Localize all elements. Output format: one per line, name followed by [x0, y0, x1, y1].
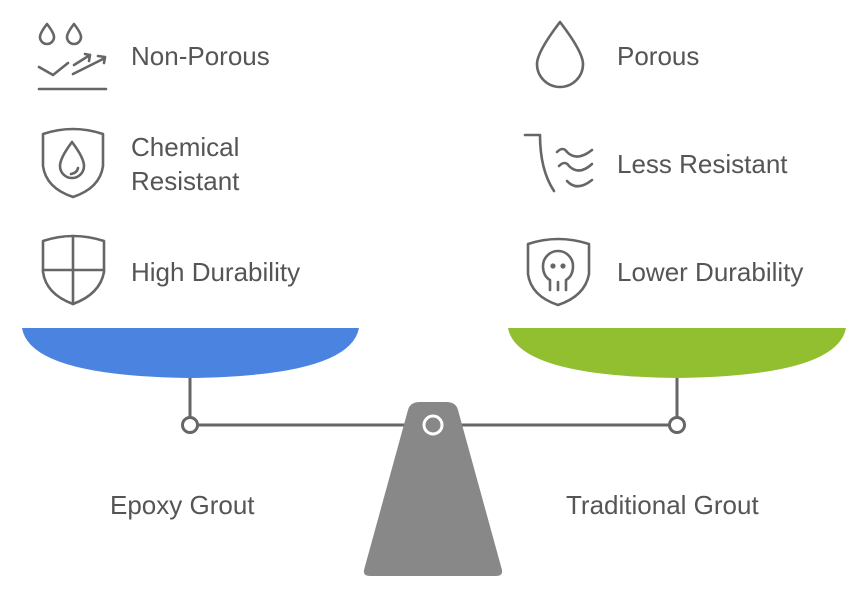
shield-drop-icon [41, 127, 105, 199]
porous-label: Porous [617, 41, 700, 71]
drops-trend-icon [37, 22, 108, 91]
high-durability-label: High Durability [131, 257, 301, 287]
right-joint [668, 416, 686, 434]
less-resistant-label: Less Resistant [617, 149, 788, 179]
traditional-grout-title: Traditional Grout [566, 490, 759, 520]
shield-skull-icon [526, 237, 591, 307]
chemical-resistant-line1: Chemical [131, 132, 240, 162]
epoxy-grout-title: Epoxy Grout [110, 490, 255, 520]
left-pan [22, 328, 359, 378]
fulcrum [363, 402, 503, 576]
shield-cross-icon [41, 234, 106, 306]
left-joint [181, 416, 199, 434]
drop-icon [535, 20, 585, 89]
right-pan [508, 328, 846, 378]
non-porous-label: Non-Porous [131, 41, 270, 71]
erosion-waves-icon [523, 133, 594, 193]
chemical-resistant-label: Chemical Resistant [131, 130, 239, 198]
chemical-resistant-line2: Resistant [131, 166, 240, 196]
lower-durability-label: Lower Durability [617, 257, 804, 287]
pivot [422, 414, 444, 436]
